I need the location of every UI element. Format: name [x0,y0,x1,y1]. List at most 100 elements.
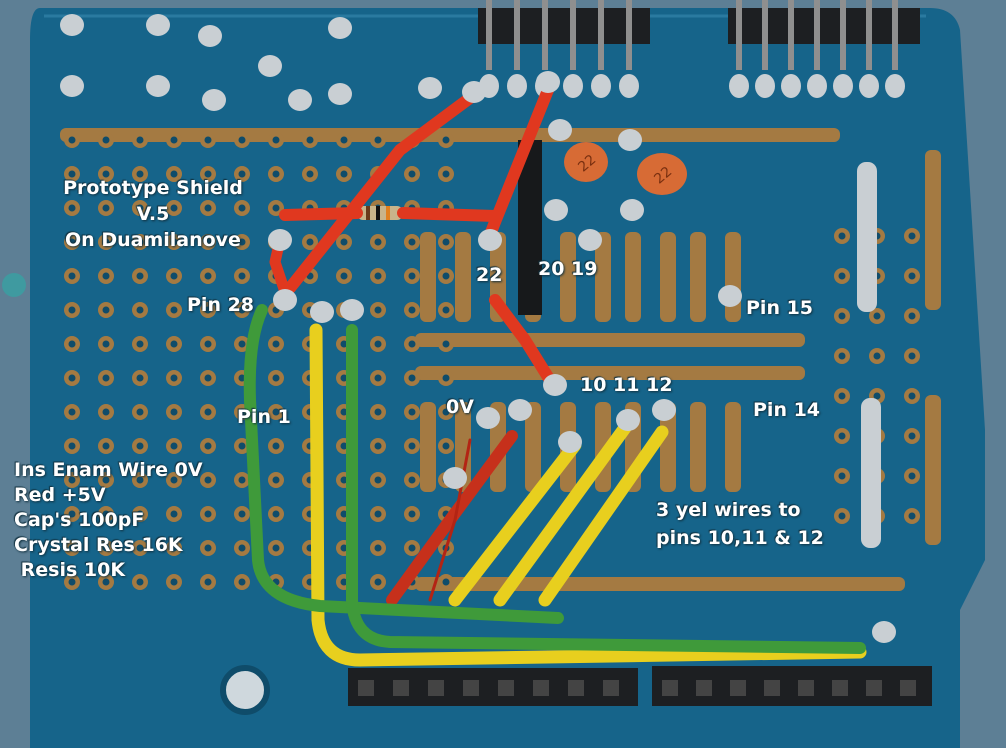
solder-blob [548,119,572,141]
pad-hole [272,476,280,484]
header-solder [729,74,749,98]
pad-hole [170,510,178,518]
pad-hole [238,272,246,280]
solder-blob [146,75,170,97]
pad-hole [873,312,881,320]
resistor-band-1 [366,206,370,220]
header-pin [762,0,768,70]
capacitor-1: 22 [564,142,608,182]
pad-hole [102,170,110,178]
solder-blob [258,55,282,77]
pad-hole [873,392,881,400]
solder-blob [268,229,292,251]
pad-hole [908,352,916,360]
header-socket [798,680,814,696]
pad-hole [238,238,246,246]
pad-hole [408,170,416,178]
header-socket [696,680,712,696]
copper-column-strip [420,402,436,492]
copper-column-strip [690,232,706,322]
solder-blob [558,431,582,453]
legend-line-4: Crystal Res 16K [14,534,183,556]
pad-hole [136,544,144,552]
pad-hole [340,340,348,348]
right-strip-1 [857,162,877,312]
pad-hole [408,238,416,246]
solder-blob [60,75,84,97]
green-wires [243,304,866,654]
header-solder [781,74,801,98]
pad-hole [204,272,212,280]
board-title: Prototype Shield V.5 On Duamilanove [48,175,258,253]
board-title-line-3: On Duamilanove [65,229,241,251]
red-wire-4 [397,207,501,222]
copper-column-strip [455,232,471,322]
label-pin-15: Pin 15 [746,297,814,319]
pad-hole [442,340,450,348]
pad-hole [838,232,846,240]
solder-blob [443,467,467,489]
pad-hole [238,374,246,382]
pad-hole [238,408,246,416]
pad-hole [838,392,846,400]
header-solder [591,74,611,98]
copper-strips [60,128,941,591]
header-block [348,668,638,706]
pad-hole [306,170,314,178]
solder-blob [652,399,676,421]
pad-hole [170,238,178,246]
pad-hole [442,408,450,416]
pad-hole [272,408,280,416]
pad-hole [374,306,382,314]
pad-hole [238,170,246,178]
pad-hole [340,476,348,484]
legend-line-2: Red +5V [14,484,106,506]
pad-hole [238,340,246,348]
pad-hole [442,170,450,178]
header-pin [736,0,742,70]
solder-blob [508,399,532,421]
pad-hole [136,578,144,586]
pad-hole [68,306,76,314]
label-0v: 0V [446,396,474,418]
header-pin [866,0,872,70]
pad-hole [68,578,76,586]
yellow-wire-pin12 [538,425,669,607]
header-pin [814,0,820,70]
header-socket [393,680,409,696]
resistor-band-3 [386,206,390,220]
pad-hole [408,442,416,450]
yellow-wire-note-line-2: pins 10,11 & 12 [656,527,824,549]
header-socket [533,680,549,696]
pad-hole [170,170,178,178]
red-wire-3 [279,207,363,221]
copper-column-strip [525,402,541,492]
pad-hole [136,272,144,280]
solder-blob [620,199,644,221]
pad-hole [272,340,280,348]
pad-hole [204,136,212,144]
pad-hole [170,578,178,586]
header-block [728,8,920,44]
solder-blob [60,14,84,36]
pad-hole [306,136,314,144]
pad-hole [102,136,110,144]
header-pin [486,0,492,70]
pad-hole [102,306,110,314]
pad-hole [374,136,382,144]
header-socket [463,680,479,696]
pad-hole [102,578,110,586]
solder-blob [462,81,486,103]
header-pin [840,0,846,70]
header-pin [542,0,548,70]
pad-hole [238,442,246,450]
pad-hole [442,306,450,314]
pad-hole [204,306,212,314]
pad-hole [908,392,916,400]
pad-hole [204,510,212,518]
pad-hole [136,476,144,484]
pad-hole [68,136,76,144]
pad-hole [442,374,450,382]
header-block [652,666,932,706]
yellow-wires [309,323,867,667]
